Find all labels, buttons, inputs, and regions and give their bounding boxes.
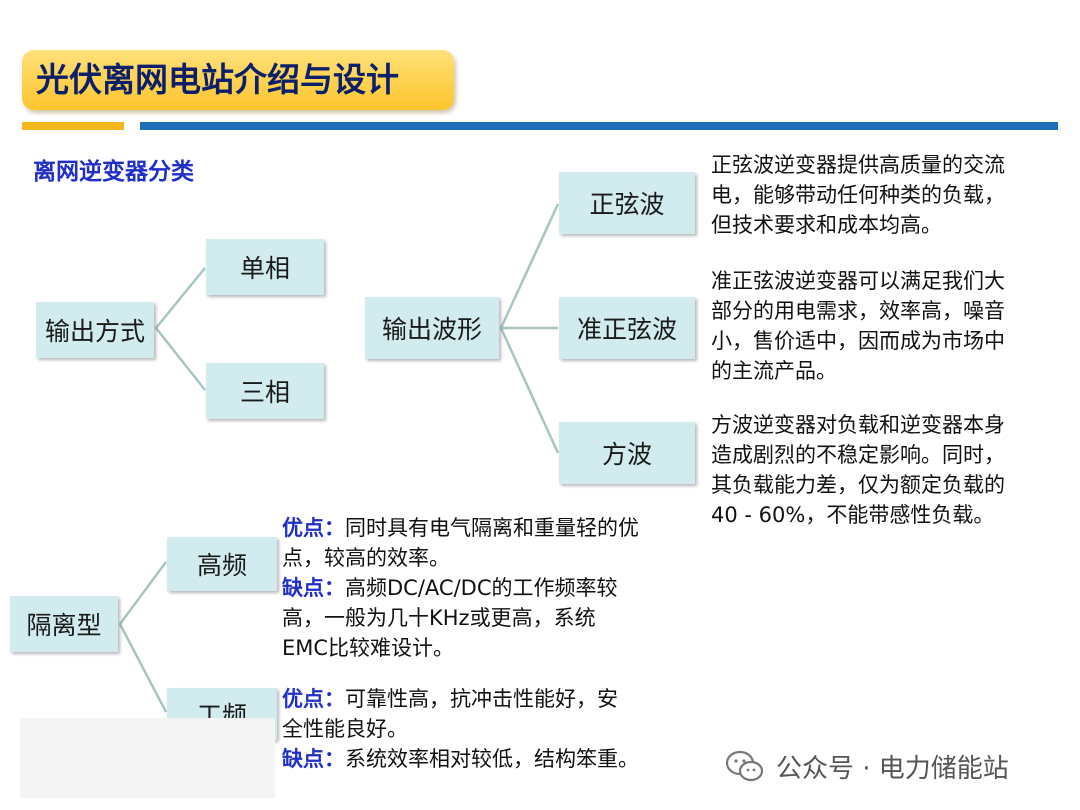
wechat-icon bbox=[726, 750, 764, 781]
node-single-phase: 单相 bbox=[206, 239, 324, 295]
title-banner bbox=[22, 50, 454, 110]
line-frequency-notes: 优点：可靠性高，抗冲击性能好，安 全性能良好。 缺点：系统效率相对较低，结构笨重… bbox=[282, 687, 639, 771]
node-square-wave: 方波 bbox=[559, 422, 695, 484]
connector-isolated-highfreq bbox=[118, 561, 168, 625]
connector-output-mode-single bbox=[155, 267, 206, 329]
node-output-mode: 输出方式 bbox=[36, 302, 154, 358]
title-underline-blue bbox=[140, 122, 1058, 130]
line-freq-dis-key: 缺点： bbox=[282, 747, 345, 771]
square-description: 方波逆变器对负载和逆变器本身 造成剧烈的不稳定影响。同时， 其负载能力差，仅为额… bbox=[711, 413, 1005, 527]
section-label: 离网逆变器分类 bbox=[33, 159, 194, 185]
watermark: 公众号 · 电力储能站 bbox=[726, 748, 1009, 785]
node-three-phase: 三相 bbox=[206, 363, 324, 419]
connector-waveform-square bbox=[499, 327, 560, 454]
connector-waveform-sine bbox=[499, 203, 560, 329]
title-underline-yellow bbox=[22, 122, 124, 130]
connector-isolated-linefreq bbox=[118, 623, 168, 713]
node-quasi-sine-wave: 准正弦波 bbox=[559, 297, 695, 359]
high-frequency-notes: 优点：同时具有电气隔离和重量轻的优 点，较高的效率。 缺点：高频DC/AC/DC… bbox=[282, 516, 639, 660]
sine-description: 正弦波逆变器提供高质量的交流 电，能够带动任何种类的负载， 但技术要求和成本均高… bbox=[711, 153, 1005, 237]
high-freq-dis-key: 缺点： bbox=[282, 576, 345, 600]
node-output-waveform: 输出波形 bbox=[365, 297, 499, 359]
high-freq-adv-key: 优点： bbox=[282, 516, 345, 540]
node-sine-wave: 正弦波 bbox=[559, 172, 695, 234]
page-title: 光伏离网电站介绍与设计 bbox=[36, 60, 399, 99]
node-isolated-type: 隔离型 bbox=[10, 596, 118, 652]
watermark-text: 公众号 · 电力储能站 bbox=[776, 754, 1009, 784]
connector-output-mode-three bbox=[155, 327, 206, 391]
quasi-sine-description: 准正弦波逆变器可以满足我们大 部分的用电需求，效率高，噪音 小，售价适中，因而成… bbox=[711, 269, 1005, 383]
background-panel bbox=[20, 718, 275, 798]
node-high-frequency: 高频 bbox=[167, 537, 277, 591]
line-freq-adv-key: 优点： bbox=[282, 687, 345, 711]
